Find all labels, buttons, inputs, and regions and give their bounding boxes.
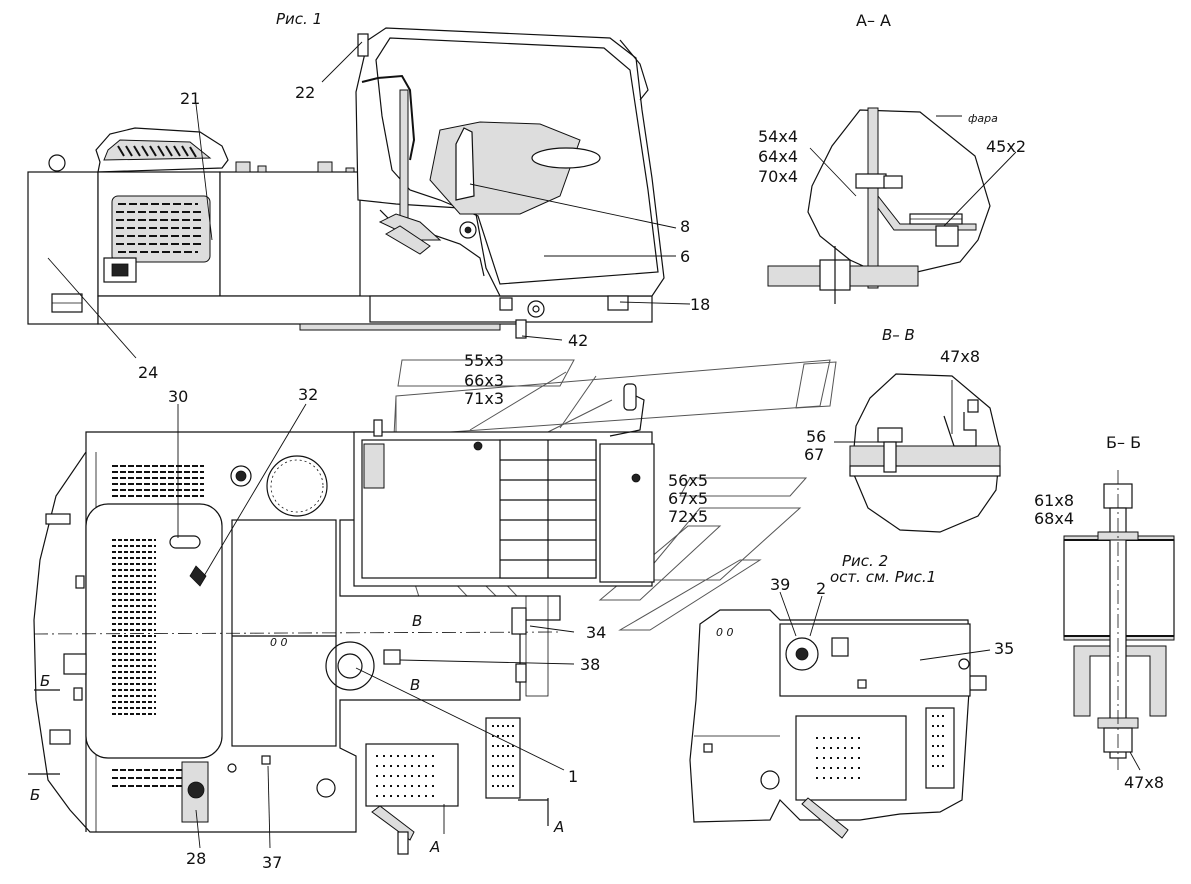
top-fastener-2: 66х3 <box>464 371 504 390</box>
section-aa-title: А– А <box>856 11 891 30</box>
top-view-machine <box>33 383 655 855</box>
callout-6: 6 <box>680 247 690 266</box>
section-bb-title: Б– Б <box>1106 433 1141 452</box>
section-a-markers <box>809 115 1017 227</box>
callout-30: 30 <box>168 387 188 406</box>
leaders-main <box>28 403 575 849</box>
callout-38: 38 <box>580 655 600 674</box>
callout-24: 24 <box>138 363 158 382</box>
aa-fastener-1: 54х4 <box>758 127 798 146</box>
callout-22: 22 <box>295 83 315 102</box>
side-view-machine <box>27 27 665 339</box>
callout-37: 37 <box>262 853 282 872</box>
callout-32: 32 <box>298 385 318 404</box>
hood-slots <box>117 145 197 158</box>
callout-21: 21 <box>180 89 200 108</box>
vv-fastener-top: 47х8 <box>940 347 980 366</box>
vv-fastener-1: 56 <box>806 427 826 446</box>
bb-fastener-1: 61х8 <box>1034 491 1074 510</box>
marker-b-bottom: Б <box>30 786 40 804</box>
marker-a-right: А <box>553 818 564 836</box>
tank-dots <box>376 755 436 797</box>
step-dots <box>492 725 514 787</box>
top-fastener-1: 55х3 <box>464 351 504 370</box>
fig2-view <box>689 591 991 839</box>
section-aa <box>767 107 991 304</box>
leaders-fig1 <box>47 41 691 359</box>
fig2-note: ост. см. Рис.1 <box>830 568 936 586</box>
fara-label: фара <box>968 112 998 125</box>
fig2-oo-mark: 0 0 <box>716 626 734 639</box>
marker-b-top: Б <box>40 672 50 690</box>
labels: Рис. 1 А– А фара В– В Б– Б Рис. 2 ост. с… <box>30 10 1164 872</box>
callout-8: 8 <box>680 217 690 236</box>
top-caps <box>235 161 355 173</box>
marker-v-bottom: В <box>410 676 420 694</box>
aa-fastener-3: 70х4 <box>758 167 798 186</box>
cab-grid <box>500 440 596 578</box>
aa-fastener-4: 45х2 <box>986 137 1026 156</box>
fig2-dots <box>816 737 860 779</box>
side-grill <box>116 203 202 253</box>
callout-1: 1 <box>568 767 578 786</box>
marker-a-left: А <box>429 838 440 856</box>
top-fastener-3: 71х3 <box>464 389 504 408</box>
bb-fastener-2: 68х4 <box>1034 509 1074 528</box>
mid-fastener-2: 67х5 <box>668 489 708 508</box>
section-vv <box>834 373 1001 533</box>
callout-35: 35 <box>994 639 1014 658</box>
hood-louvres <box>112 539 156 715</box>
vv-fastener-2: 67 <box>804 445 824 464</box>
callout-42: 42 <box>568 331 588 350</box>
callout-28: 28 <box>186 849 206 868</box>
bb-fastener-bottom: 47х8 <box>1124 773 1164 792</box>
mid-fastener-3: 72х5 <box>668 507 708 526</box>
fig2-title: Рис. 2 <box>842 552 888 570</box>
main-oo-mark: 0 0 <box>270 636 288 649</box>
callout-18: 18 <box>690 295 710 314</box>
callout-39: 39 <box>770 575 790 594</box>
mid-fastener-1: 56х5 <box>668 471 708 490</box>
marker-v-top: В <box>412 612 422 630</box>
section-vv-title: В– В <box>882 326 915 344</box>
fig1-title: Рис. 1 <box>276 10 322 28</box>
callout-34: 34 <box>586 623 606 642</box>
section-bb <box>1063 470 1175 771</box>
aa-fastener-2: 64х4 <box>758 147 798 166</box>
callout-2: 2 <box>816 579 826 598</box>
